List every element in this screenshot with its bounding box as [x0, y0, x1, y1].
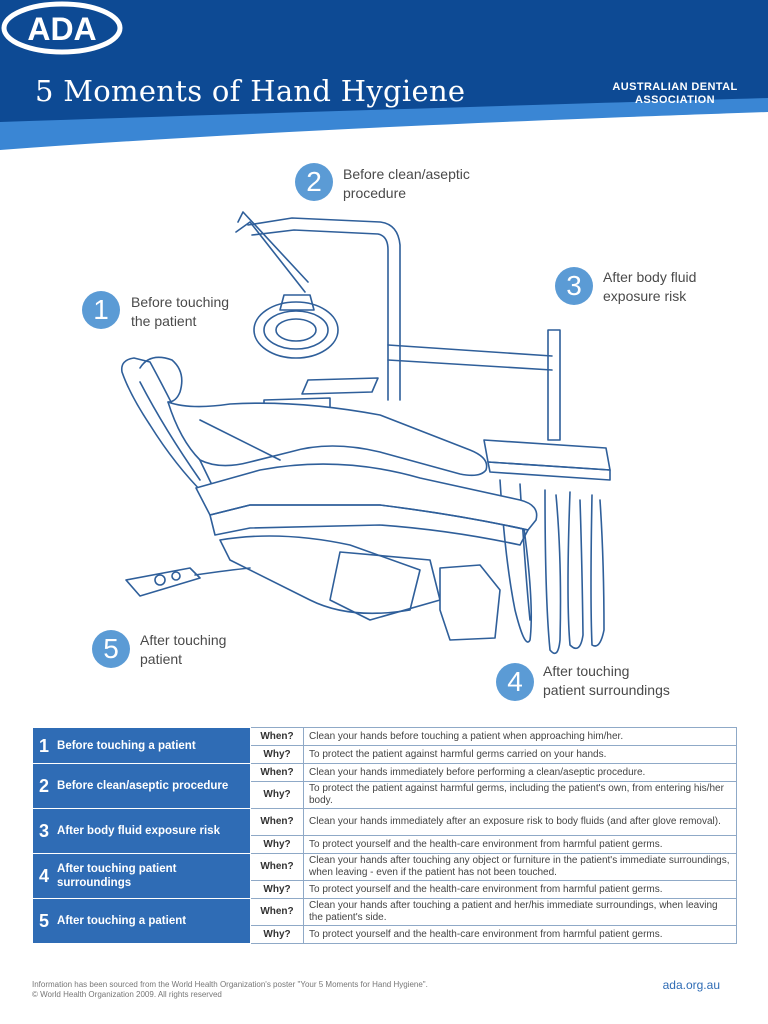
moment-4-label: After touching patient surroundings	[57, 863, 177, 889]
callout-4-line2: patient surroundings	[543, 682, 670, 698]
moment-5-label: After touching a patient	[57, 915, 187, 927]
moment-5-number: 5	[39, 911, 50, 931]
callout-3-line1: After body fluid	[603, 269, 697, 285]
callout-5-badge: 5	[92, 630, 130, 668]
when-label: When?	[250, 898, 304, 926]
moment-1-why: To protect the patient against harmful g…	[303, 745, 737, 764]
moment-2-why: To protect the patient against harmful g…	[303, 781, 737, 809]
why-label: Why?	[250, 835, 304, 854]
header-background	[0, 0, 768, 150]
moment-2-name: 2 Before clean/aseptic procedure	[32, 763, 251, 809]
callout-1-badge: 1	[82, 291, 120, 329]
footer-source: Information has been sourced from the Wo…	[32, 980, 428, 1000]
website-link[interactable]: ada.org.au	[662, 978, 720, 992]
logo-text: ADA	[27, 11, 96, 47]
moments-table: 1 Before touching a patient When? Clean y…	[32, 727, 737, 944]
why-label: Why?	[250, 781, 304, 809]
moment-3-label: After body fluid exposure risk	[57, 825, 220, 837]
when-label: When?	[250, 727, 304, 746]
org-name-line1: AUSTRALIAN DENTAL	[612, 81, 738, 93]
callout-1-line1: Before touching	[131, 294, 230, 310]
moment-5-name: 5 After touching a patient	[32, 898, 251, 944]
why-label: Why?	[250, 745, 304, 764]
header-banner: 5 Moments of Hand Hygiene ADA AUSTRALIAN…	[0, 0, 768, 150]
moment-1-when: Clean your hands before touching a patie…	[303, 727, 737, 746]
callout-5-label: After touching patient	[140, 631, 226, 669]
callout-2-badge: 2	[295, 163, 333, 201]
callout-2-label: Before clean/aseptic procedure	[343, 165, 470, 203]
callout-1-label: Before touching the patient	[131, 293, 229, 331]
callout-2-line2: procedure	[343, 185, 407, 201]
callout-3-badge: 3	[555, 267, 593, 305]
table-row: 3 After body fluid exposure risk When? Cl…	[32, 808, 737, 854]
callout-3-line2: exposure risk	[603, 288, 687, 304]
moment-3-name: 3 After body fluid exposure risk	[32, 808, 251, 854]
ada-logo: ADA	[1, 1, 123, 55]
moment-1-number: 1	[39, 735, 50, 756]
when-label: When?	[250, 808, 304, 836]
dental-chair-illustration	[0, 150, 768, 720]
why-label: Why?	[250, 925, 304, 944]
copyright-note: © World Health Organization 2009. All ri…	[32, 990, 222, 999]
callout-4-line1: After touching	[543, 663, 630, 679]
table-row: 4 After touching patient surroundings Whe…	[32, 853, 737, 899]
org-name-line2: ASSOCIATION	[635, 94, 715, 106]
table-row: 5 After touching a patient When? Clean yo…	[32, 898, 737, 944]
table-row: 2 Before clean/aseptic procedure When? Cl…	[32, 763, 737, 809]
moment-2-when: Clean your hands immediately before perf…	[303, 763, 737, 782]
moment-2-label: Before clean/aseptic procedure	[57, 780, 229, 792]
moment-3-number: 3	[39, 821, 50, 841]
callout-5-line1: After touching	[140, 632, 227, 648]
moment-1-label: Before touching a patient	[57, 739, 196, 752]
org-name: AUSTRALIAN DENTAL ASSOCIATION	[610, 81, 740, 107]
moment-4-number: 4	[39, 866, 50, 886]
page-title: 5 Moments of Hand Hygiene	[35, 74, 466, 108]
callout-5-line2: patient	[140, 651, 183, 667]
when-label: When?	[250, 853, 304, 881]
moment-3-when: Clean your hands immediately after an ex…	[303, 808, 737, 836]
table-row: 1 Before touching a patient When? Clean y…	[32, 727, 737, 764]
callout-2-line1: Before clean/aseptic	[343, 166, 470, 182]
table-row: Why? To protect yourself and the health-…	[33, 925, 737, 944]
callout-4-badge: 4	[496, 663, 534, 701]
source-note: Information has been sourced from the Wo…	[32, 980, 428, 989]
callout-1-line2: the patient	[131, 313, 197, 329]
moment-4-name: 4 After touching patient surroundings	[32, 853, 251, 899]
moment-2-number: 2	[39, 776, 50, 796]
table-row: Why? To protect the patient against harm…	[33, 781, 737, 809]
moment-5-when: Clean your hands after touching a patien…	[303, 898, 737, 926]
moment-4-when: Clean your hands after touching any obje…	[303, 853, 737, 881]
moment-4-why: To protect yourself and the health-care …	[303, 880, 737, 899]
callout-4-label: After touching patient surroundings	[543, 662, 670, 700]
dental-chair-drawing	[120, 211, 611, 655]
moment-5-why: To protect yourself and the health-care …	[303, 925, 737, 944]
when-label: When?	[250, 763, 304, 782]
why-label: Why?	[250, 880, 304, 899]
callout-3-label: After body fluid exposure risk	[603, 268, 696, 306]
moment-3-why: To protect yourself and the health-care …	[303, 835, 737, 854]
moment-1-name: 1 Before touching a patient	[32, 727, 251, 764]
